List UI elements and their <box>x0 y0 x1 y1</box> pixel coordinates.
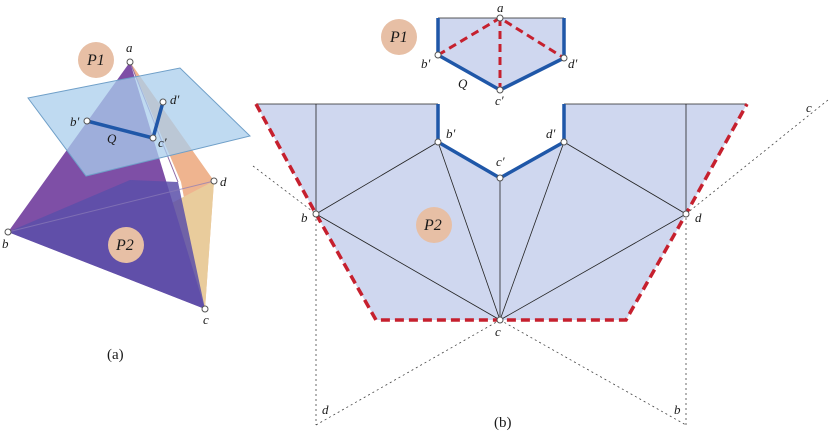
label-d-prime-net: d′ <box>546 126 556 141</box>
label-c-prime-top: c′ <box>495 93 504 108</box>
vertex-d <box>210 177 218 185</box>
vertex-d-prime-net <box>560 138 568 146</box>
badge-p1-net <box>381 19 417 55</box>
badge-p1-net-text: P1 <box>389 29 408 46</box>
panel-b: P2 b′ c′ d′ b c d P1 a b′ c′ d′ Q c d b … <box>252 0 829 431</box>
label-b-prime: b′ <box>70 114 80 129</box>
label-c-net: c <box>495 324 501 339</box>
label-c-prime: c′ <box>158 135 167 150</box>
label-b-net: b <box>301 210 308 225</box>
label-c-outer: c <box>806 100 812 115</box>
vertex-b <box>4 228 12 236</box>
label-c: c <box>203 312 209 327</box>
net-p1 <box>438 18 564 90</box>
vertex-b-prime-top <box>434 51 442 59</box>
badge-p2-net <box>416 207 452 243</box>
badge-p2 <box>108 227 144 263</box>
panel-a: P1 P2 a b c d b′ c′ d′ Q (a) <box>2 40 251 363</box>
label-b-prime-top: b′ <box>421 56 431 71</box>
label-a: a <box>126 40 133 55</box>
vertex-c-prime-top <box>496 86 504 94</box>
vertex-c-net <box>496 316 504 324</box>
caption-b: (b) <box>494 415 512 431</box>
badge-p1 <box>78 42 114 78</box>
label-c-prime-net: c′ <box>496 154 505 169</box>
caption-a: (a) <box>107 347 124 363</box>
vertex-d-prime-top <box>560 54 568 62</box>
badge-p2-net-text: P2 <box>423 217 442 234</box>
cutting-plane <box>27 67 251 177</box>
label-d: d <box>220 174 227 189</box>
label-d-prime-top: d′ <box>568 56 578 71</box>
construction-lines <box>252 99 829 426</box>
label-q: Q <box>107 131 117 146</box>
label-d-net: d <box>695 210 702 225</box>
label-d-prime: d′ <box>170 92 180 107</box>
label-b-prime-net: b′ <box>446 126 456 141</box>
vertex-c-prime-net <box>496 174 504 182</box>
net-p2 <box>256 104 747 320</box>
net-p2-edges <box>256 103 747 321</box>
vertex-c <box>201 305 209 313</box>
vertex-c-prime <box>149 134 157 142</box>
face-indigo <box>8 180 205 309</box>
badge-p1-text: P1 <box>86 52 105 69</box>
vertex-a-net <box>496 14 504 22</box>
vertex-d-net <box>682 210 690 218</box>
badge-p2-text: P2 <box>115 237 134 254</box>
vertex-b-net <box>312 210 320 218</box>
label-b: b <box>2 236 9 251</box>
vertex-d-prime <box>159 98 167 106</box>
vertex-a <box>126 58 134 66</box>
label-b-outer: b <box>674 402 681 417</box>
label-d-outer: d <box>322 402 329 417</box>
label-a-top: a <box>497 0 504 15</box>
vertex-b-prime <box>83 117 91 125</box>
vertex-b-prime-net <box>434 138 442 146</box>
edge-b-d <box>7 180 215 233</box>
label-q-top: Q <box>458 76 468 91</box>
